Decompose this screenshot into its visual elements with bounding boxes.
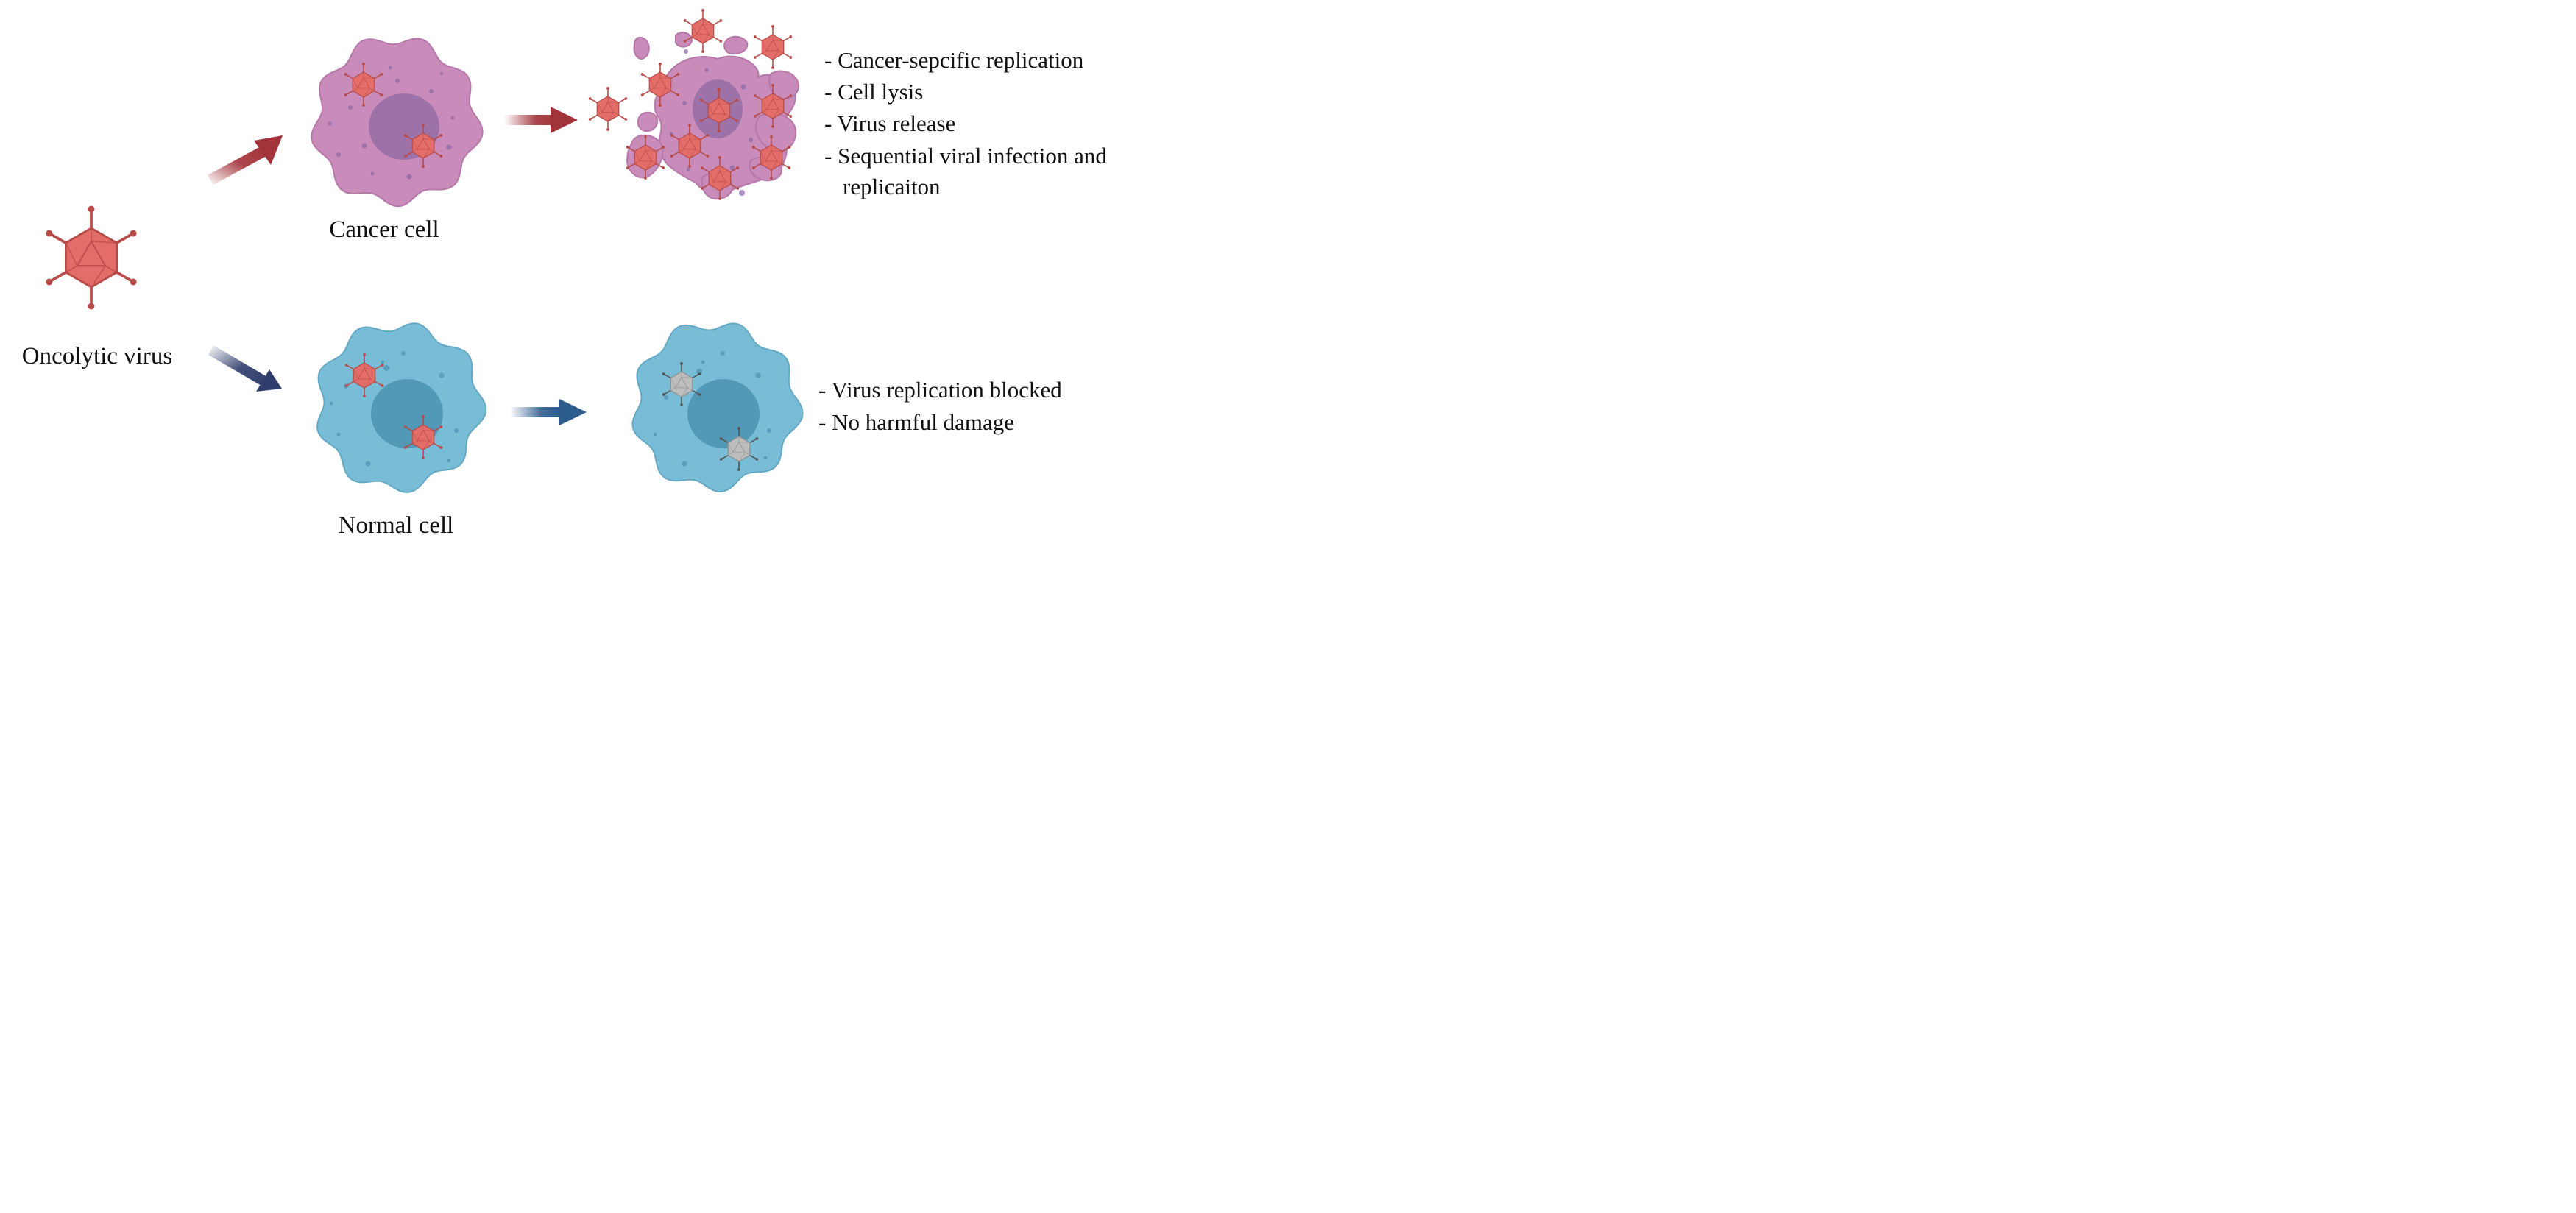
virus-icon [753, 84, 793, 128]
virus-icon [344, 63, 383, 107]
arrow-cancer-to-lysis [504, 107, 578, 133]
normal-cell [316, 322, 487, 493]
normal-outcome-item: - Virus replication blocked [818, 377, 1062, 403]
virus-icon [403, 415, 443, 459]
oncolytic-virus-icon [46, 205, 137, 310]
virus-icon [588, 87, 628, 131]
virus-icon [699, 88, 739, 132]
oncolytic-virus-diagram: Oncolytic virus Cancer cell [22, 9, 1107, 539]
blocked-virus-icon [719, 427, 759, 471]
cancer-outcome-item: - Sequential viral infection and [824, 143, 1107, 169]
cancer-outcome-item: - Virus release [824, 110, 955, 136]
virus-icon [700, 156, 740, 200]
protected-normal-cell [631, 322, 804, 493]
virus-icon [670, 124, 710, 168]
normal-outcome-list: - Virus replication blocked - No harmful… [818, 377, 1062, 435]
cancer-cell [311, 38, 484, 208]
virus-icon [753, 25, 793, 69]
normal-cell-label: Normal cell [339, 512, 454, 539]
cancer-outcome-item: - Cell lysis [824, 79, 923, 105]
blocked-virus-icon [662, 362, 701, 406]
cancer-outcome-item: - Cancer-sepcific replication [824, 47, 1084, 73]
cancer-outcome-list: - Cancer-sepcific replication - Cell lys… [824, 47, 1107, 199]
lysed-cancer-cell [588, 9, 800, 200]
normal-outcome-item: - No harmful damage [818, 409, 1014, 435]
normal-cell-nucleus [687, 379, 760, 448]
oncolytic-virus-label: Oncolytic virus [22, 343, 172, 369]
arrow-normal-to-protected [510, 399, 587, 425]
arrow-to-normal-cell [208, 345, 282, 392]
virus-icon [344, 353, 384, 397]
cancer-outcome-item: replicaiton [843, 174, 941, 199]
cancer-cell-label: Cancer cell [329, 216, 439, 243]
virus-icon [626, 135, 665, 180]
virus-icon [751, 135, 791, 180]
virus-icon [403, 124, 443, 168]
arrow-to-cancer-cell [208, 135, 283, 185]
virus-icon [683, 9, 723, 53]
virus-icon [640, 63, 680, 107]
